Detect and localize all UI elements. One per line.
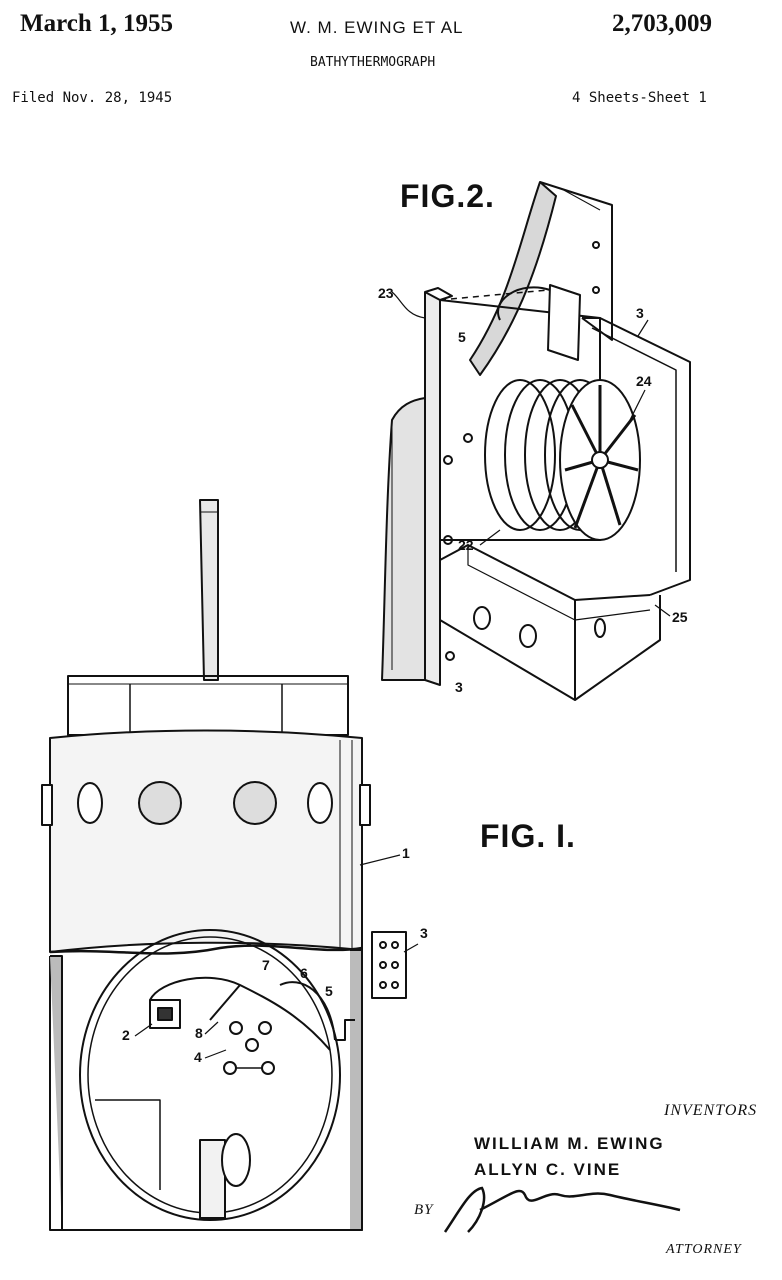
attorney-signature <box>443 1186 681 1233</box>
ref-8: 8 <box>195 1025 203 1041</box>
inventor-line: W. M. EWING ET AL <box>290 18 464 37</box>
patent-title: BATHYTHERMOGRAPH <box>310 55 436 70</box>
attorney-label: ATTORNEY <box>666 1242 742 1257</box>
sheet-count: 4 Sheets-Sheet 1 <box>572 90 707 106</box>
fig2-drawing <box>381 181 691 701</box>
fig1-label: FIG. I. <box>480 818 576 854</box>
ref-1: 1 <box>402 845 410 861</box>
patent-date: March 1, 1955 <box>20 10 173 37</box>
fig2-label: FIG.2. <box>400 178 495 214</box>
inventor-name-2: ALLYN C. VINE <box>474 1160 622 1179</box>
by-label: BY <box>414 1202 434 1218</box>
inventor-name-1: WILLIAM M. EWING <box>474 1134 665 1153</box>
ref-22: 22 <box>458 537 474 553</box>
ref-25: 25 <box>672 609 688 625</box>
ref-3-fig1: 3 <box>420 925 428 941</box>
ref-24: 24 <box>636 373 652 389</box>
ref-6: 6 <box>300 965 308 981</box>
inventors-label: INVENTORS <box>664 1102 758 1119</box>
ref-3-fig2: 3 <box>636 305 644 321</box>
filed-date: Filed Nov. 28, 1945 <box>12 90 173 106</box>
ref-4: 4 <box>194 1049 202 1065</box>
ref-23: 23 <box>378 285 394 301</box>
fig1-drawing <box>41 499 407 1231</box>
ref-5-fig1: 5 <box>325 983 333 999</box>
ref-7: 7 <box>262 957 270 973</box>
ref-3-fig2-bottom: 3 <box>455 679 463 695</box>
patent-number: 2,703,009 <box>612 10 712 37</box>
ref-5-fig2: 5 <box>458 329 466 345</box>
ref-2: 2 <box>122 1027 130 1043</box>
